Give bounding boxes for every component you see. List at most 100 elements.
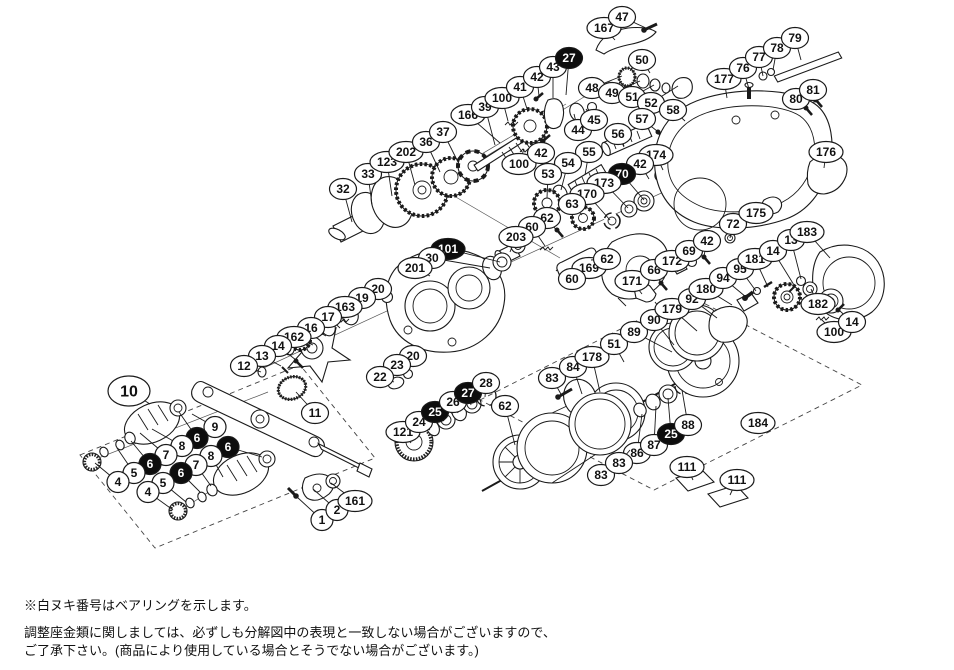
svg-text:42: 42: [534, 146, 548, 160]
handle-group-box: [79, 364, 376, 549]
svg-text:62: 62: [498, 399, 512, 413]
svg-text:111: 111: [728, 473, 747, 487]
svg-text:77: 77: [752, 50, 766, 64]
svg-text:80: 80: [789, 92, 803, 106]
svg-text:20: 20: [371, 282, 385, 296]
svg-text:17: 17: [321, 310, 335, 324]
callout-88: 88: [673, 389, 703, 437]
callout-111: 111: [719, 468, 755, 496]
svg-text:94: 94: [716, 271, 730, 285]
callout-60: 60: [557, 267, 587, 291]
svg-text:49: 49: [605, 86, 619, 100]
callout-171: 171: [614, 269, 650, 295]
svg-text:202: 202: [396, 145, 416, 159]
callout-83: 83: [604, 449, 634, 475]
svg-text:83: 83: [545, 371, 559, 385]
callout-161: 161: [330, 482, 373, 513]
svg-text:56: 56: [611, 127, 625, 141]
main-shaft-cluster: [504, 92, 598, 153]
callout-203: 203: [498, 225, 534, 253]
svg-text:24: 24: [412, 415, 426, 429]
svg-text:87: 87: [647, 438, 661, 452]
kick-lever-parts: [286, 473, 341, 501]
svg-text:54: 54: [561, 156, 575, 170]
svg-text:203: 203: [506, 230, 526, 244]
svg-text:72: 72: [726, 217, 740, 231]
callout-178: 178: [574, 345, 610, 393]
svg-text:27: 27: [562, 51, 576, 65]
svg-text:175: 175: [746, 206, 766, 220]
svg-text:50: 50: [635, 53, 649, 67]
svg-text:4: 4: [145, 485, 152, 499]
callout-25: 25: [420, 400, 450, 424]
callout-42: 42: [526, 139, 556, 165]
svg-text:100: 100: [824, 325, 844, 339]
svg-text:51: 51: [607, 337, 621, 351]
svg-text:111: 111: [678, 460, 697, 474]
svg-text:12: 12: [237, 359, 251, 373]
svg-text:6: 6: [225, 440, 232, 454]
svg-text:13: 13: [255, 349, 269, 363]
callout-28: 28: [471, 371, 501, 398]
svg-text:172: 172: [662, 254, 682, 268]
callout-bubbles: 3233123202363716639100414243271004244451…: [94, 5, 867, 532]
callout-183: 183: [789, 220, 831, 259]
svg-text:8: 8: [208, 449, 215, 463]
svg-text:60: 60: [565, 272, 579, 286]
svg-text:14: 14: [271, 339, 285, 353]
svg-text:47: 47: [615, 10, 629, 24]
svg-text:5: 5: [160, 476, 167, 490]
callout-6: 6: [216, 435, 263, 459]
callout-175: 175: [738, 201, 774, 225]
svg-text:84: 84: [566, 360, 580, 374]
svg-text:78: 78: [770, 41, 784, 55]
svg-text:62: 62: [600, 252, 614, 266]
callout-9: 9: [191, 413, 227, 439]
footnotes: ※白ヌキ番号はベアリングを示します。 調整座金類に関しましては、必ずしも分解図中…: [24, 597, 556, 661]
svg-text:45: 45: [587, 113, 601, 127]
svg-text:5: 5: [131, 466, 138, 480]
svg-text:57: 57: [635, 112, 649, 126]
callout-54: 54: [553, 151, 583, 191]
svg-text:100: 100: [509, 157, 529, 171]
svg-text:176: 176: [816, 145, 836, 159]
callout-176: 176: [808, 140, 844, 169]
callout-62: 62: [590, 247, 622, 271]
svg-text:43: 43: [546, 60, 560, 74]
svg-text:52: 52: [644, 96, 658, 110]
svg-text:14: 14: [845, 315, 859, 329]
handle-assembly: [82, 380, 373, 521]
callout-4: 4: [94, 462, 130, 494]
callout-47: 47: [607, 5, 647, 29]
callout-51: 51: [599, 332, 629, 363]
svg-text:51: 51: [625, 90, 639, 104]
svg-text:179: 179: [662, 302, 682, 316]
callout-100: 100: [501, 148, 537, 176]
svg-text:48: 48: [585, 81, 599, 95]
svg-text:10: 10: [120, 384, 138, 401]
svg-text:79: 79: [788, 31, 802, 45]
svg-text:32: 32: [336, 182, 350, 196]
svg-text:2: 2: [334, 503, 341, 517]
svg-text:36: 36: [419, 135, 433, 149]
callout-81: 81: [798, 78, 828, 104]
svg-text:20: 20: [406, 349, 420, 363]
svg-text:4: 4: [115, 475, 122, 489]
callout-11: 11: [295, 391, 330, 425]
callout-182: 182: [800, 288, 836, 316]
callout-83: 83: [537, 366, 567, 397]
callout-72: 72: [718, 212, 748, 239]
svg-text:90: 90: [647, 313, 661, 327]
svg-text:1: 1: [319, 513, 326, 527]
svg-text:23: 23: [390, 358, 404, 372]
svg-text:184: 184: [748, 416, 768, 430]
svg-text:37: 37: [436, 125, 450, 139]
disclaimer-line-2: ご了承下さい。(商品により使用している場合とそうでない場合がございます。): [24, 643, 479, 659]
callout-83: 83: [586, 461, 616, 487]
svg-text:55: 55: [582, 145, 596, 159]
svg-text:53: 53: [541, 167, 555, 181]
svg-text:28: 28: [479, 376, 493, 390]
svg-text:89: 89: [627, 325, 641, 339]
spool-group-box: [479, 294, 863, 491]
